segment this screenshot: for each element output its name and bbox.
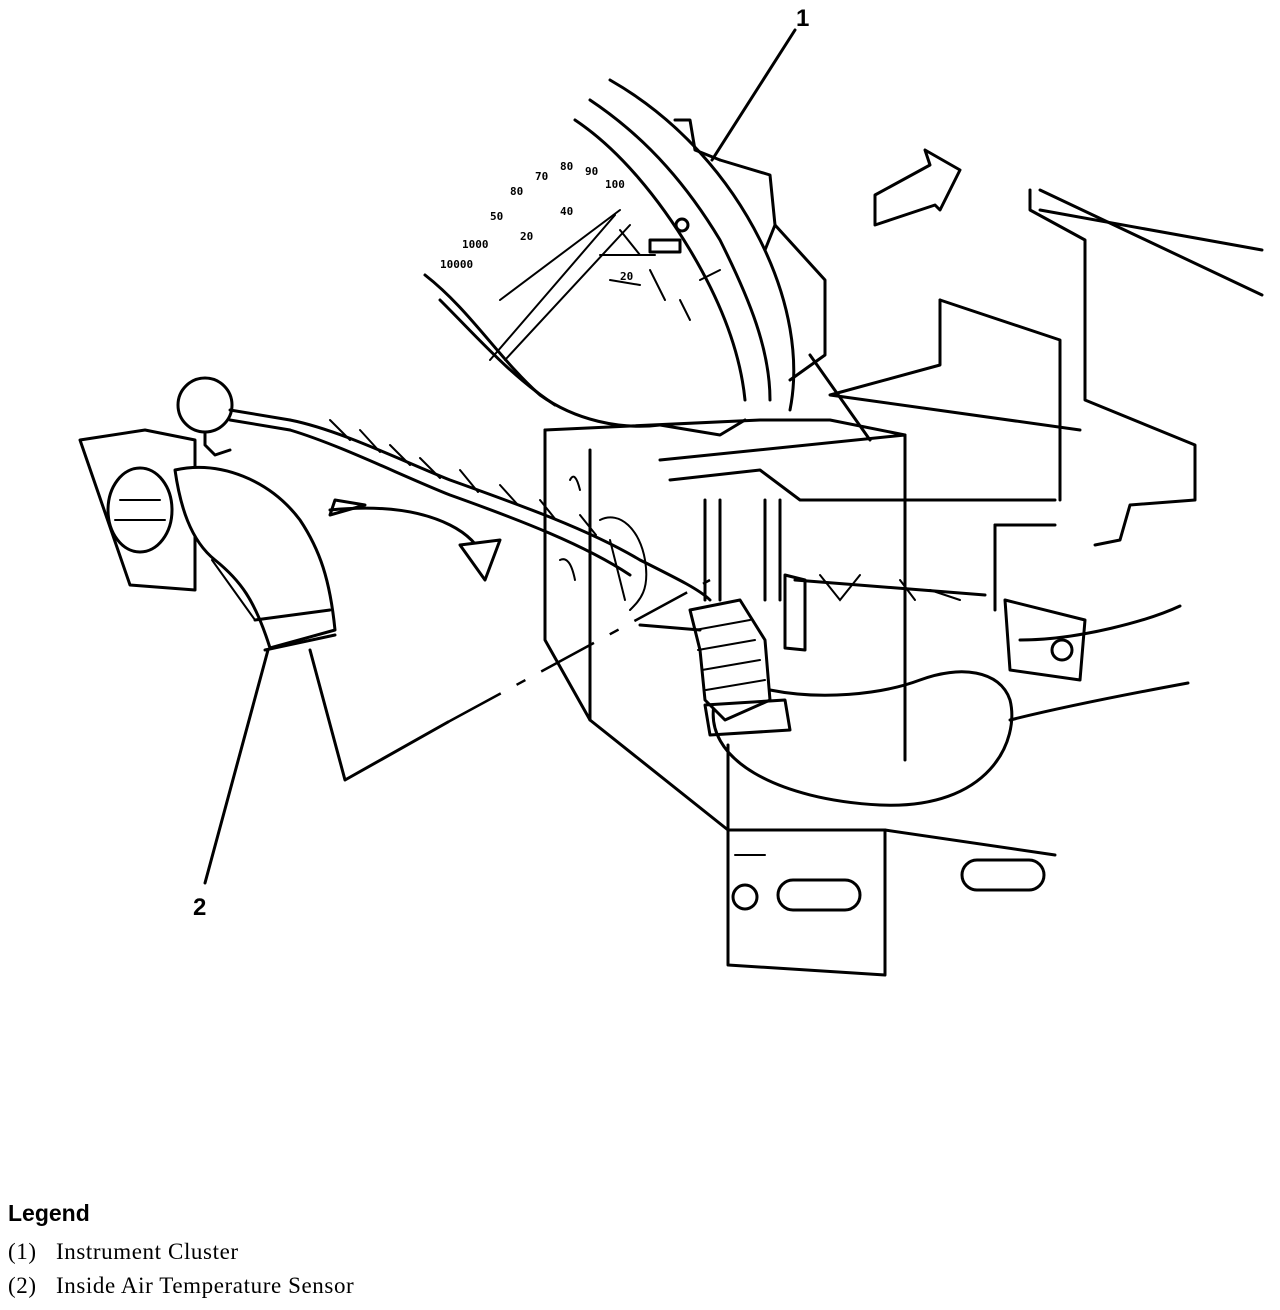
svg-text:70: 70 xyxy=(535,170,548,183)
callout-1: 1 xyxy=(796,5,809,32)
svg-text:90: 90 xyxy=(585,165,598,178)
instrument-cluster: 10000 1000 50 80 70 80 90 100 20 40 20 xyxy=(423,78,827,437)
callout-2: 2 xyxy=(193,894,206,921)
inside-air-temperature-sensor xyxy=(78,376,337,652)
lower-mounting-bracket xyxy=(726,743,1057,977)
support-bracket xyxy=(543,418,1057,832)
svg-text:80: 80 xyxy=(560,160,573,173)
direction-arrows xyxy=(328,148,962,582)
legend-item-number: (1) xyxy=(8,1239,37,1264)
svg-text:1000: 1000 xyxy=(462,238,489,251)
sensor-connector xyxy=(638,573,1087,737)
svg-text:100: 100 xyxy=(605,178,625,191)
legend-item-instrument-cluster: (1) Instrument Cluster xyxy=(8,1235,708,1269)
svg-text:50: 50 xyxy=(490,210,503,223)
legend: Legend (1) Instrument Cluster (2) Inside A… xyxy=(8,1200,708,1303)
svg-text:20: 20 xyxy=(620,270,633,283)
legend-title: Legend xyxy=(8,1200,90,1226)
svg-text:20: 20 xyxy=(520,230,533,243)
legend-item-label: Instrument Cluster xyxy=(56,1239,239,1264)
air-duct-hose xyxy=(711,604,1190,807)
svg-text:40: 40 xyxy=(560,205,573,218)
legend-item-inside-air-temperature-sensor: (2) Inside Air Temperature Sensor xyxy=(8,1269,708,1303)
leader-lines xyxy=(203,28,797,885)
legend-item-number: (2) xyxy=(8,1273,37,1298)
wiring-harness xyxy=(288,418,987,611)
legend-item-label: Inside Air Temperature Sensor xyxy=(56,1273,355,1298)
svg-text:10000: 10000 xyxy=(440,258,473,271)
curved-arrow xyxy=(458,538,502,582)
dash-panel xyxy=(808,188,1264,547)
svg-text:80: 80 xyxy=(510,185,523,198)
forward-arrow xyxy=(873,148,962,227)
diagram-illustration: 10000 1000 50 80 70 80 90 100 20 40 20 xyxy=(78,5,1264,977)
